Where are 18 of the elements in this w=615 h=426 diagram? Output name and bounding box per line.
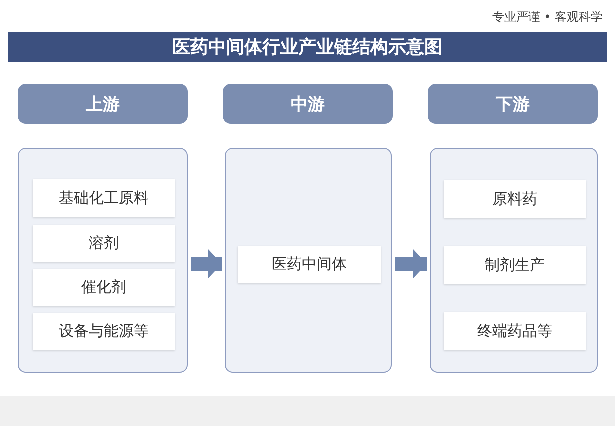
- stage-header: 上游: [18, 84, 188, 124]
- stage-header: 中游: [223, 84, 393, 124]
- stage-header: 下游: [428, 84, 598, 124]
- stage-panel: [225, 148, 392, 373]
- title-banner: 医药中间体行业产业链结构示意图: [8, 32, 607, 62]
- stage-panel: [18, 148, 188, 373]
- item-box: 制剂生产: [444, 246, 586, 284]
- item-box: 溶剂: [33, 225, 175, 262]
- item-box: 设备与能源等: [33, 313, 175, 350]
- item-box: 基础化工原料: [33, 179, 175, 217]
- item-box: 催化剂: [33, 269, 175, 306]
- slogan-text: 专业严谨 • 客观科学: [492, 9, 603, 26]
- item-box: 终端药品等: [444, 312, 586, 350]
- item-box: 医药中间体: [238, 246, 381, 283]
- arrow: [191, 249, 222, 279]
- arrow: [395, 249, 427, 279]
- item-box: 原料药: [444, 180, 586, 218]
- stage-panel: [430, 148, 598, 373]
